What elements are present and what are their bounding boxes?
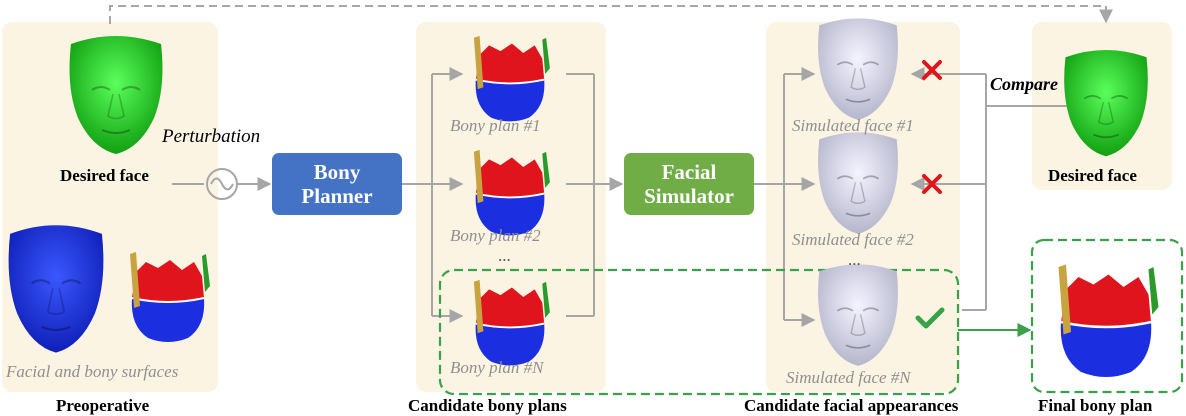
candidate-bony-plans-section-label: Candidate bony plans (408, 396, 567, 415)
facial-simulator-line2: Simulator (644, 184, 734, 208)
simulated-faces-ellipsis: ... (848, 250, 861, 269)
simulated-face-2-image (817, 131, 899, 235)
simulated-face-1-label: Simulated face #1 (792, 116, 914, 135)
bony-planner-box: Bony Planner (272, 153, 402, 215)
cross-icon (922, 174, 942, 194)
final-bony-plan-section-label: Final bony plan (1038, 396, 1153, 415)
candidate-facial-appearances-section-label: Candidate facial appearances (744, 396, 959, 415)
bony-plan-n-label: Bony plan #N (450, 358, 544, 377)
target-desired-face-label: Desired face (1048, 166, 1137, 185)
preop-face-surface-image (7, 224, 105, 354)
final-plan-dashed-box (1030, 238, 1184, 394)
feedback-dashed-arrow (109, 5, 1113, 24)
facial-simulator-line1: Facial (661, 160, 717, 184)
perturbation-label: Perturbation (162, 126, 261, 147)
check-icon (915, 307, 945, 329)
bony-planner-line1: Bony (313, 160, 361, 184)
desired-face-target-image (1063, 49, 1149, 158)
bony-plan-2-image (472, 148, 551, 237)
bony-planner-line2: Planner (301, 184, 373, 208)
simulated-face-n-label: Simulated face #N (786, 368, 911, 387)
desired-face-label: Desired face (60, 166, 149, 185)
bony-plans-ellipsis: ... (498, 246, 511, 265)
facial-simulator-box: Facial Simulator (624, 153, 754, 215)
preop-bony-surface-image (129, 251, 211, 343)
selected-plan-dashed-box (438, 268, 960, 396)
bony-plan-n-image (472, 278, 551, 367)
cross-icon (922, 60, 942, 80)
simulated-face-1-image (817, 17, 899, 121)
simulated-face-n-image (817, 263, 899, 367)
desired-face-preop-image (68, 35, 164, 155)
bony-plan-2-label: Bony plan #2 (450, 226, 541, 245)
bony-plan-1-label: Bony plan #1 (450, 116, 541, 135)
simulated-face-2-label: Simulated face #2 (792, 230, 914, 249)
preoperative-section-label: Preoperative (56, 396, 150, 415)
final-bony-plan-image (1057, 263, 1160, 379)
bony-plan-1-image (472, 34, 551, 123)
facial-bony-surfaces-label: Facial and bony surfaces (6, 362, 179, 381)
compare-label: Compare (990, 74, 1059, 94)
